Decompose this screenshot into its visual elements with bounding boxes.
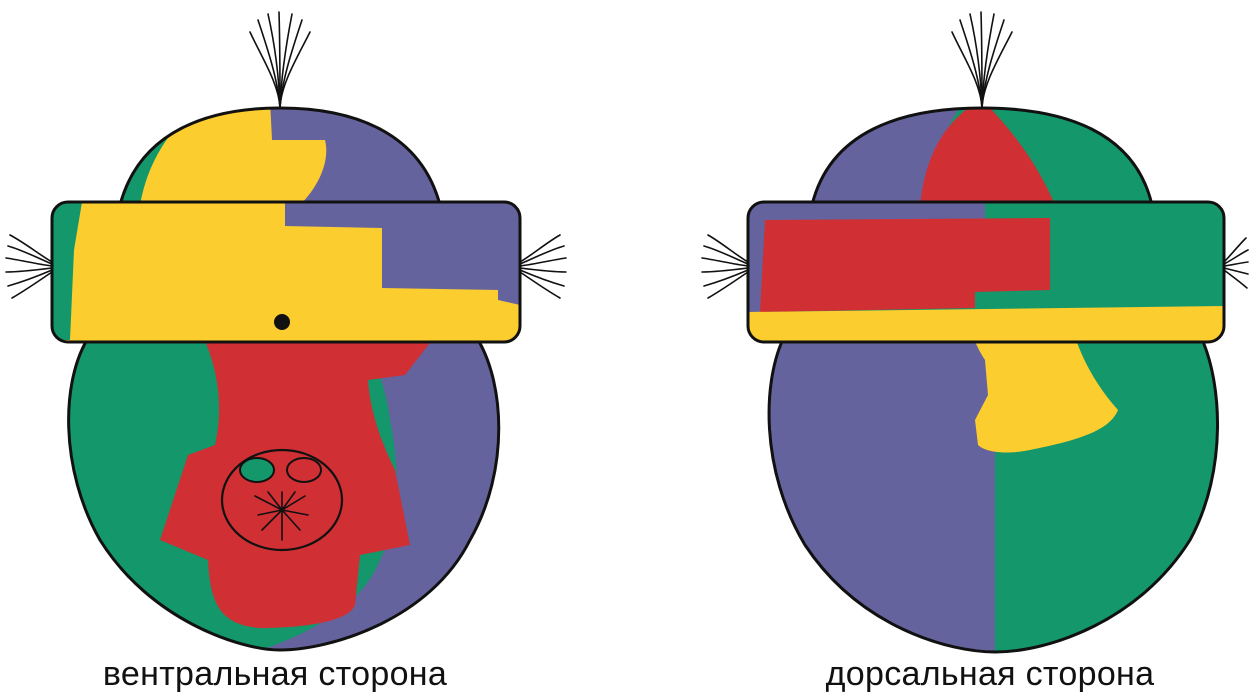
dorsal-episphere (800, 100, 1152, 205)
ventral-left-cilia (6, 235, 52, 298)
mouth-dot (274, 314, 290, 330)
ventral-view: вентральная сторона (6, 12, 566, 693)
dorsal-caption: дорсальная сторона (826, 655, 1155, 693)
dorsal-view: дорсальная сторона (702, 12, 1248, 693)
ventral-episphere (110, 100, 440, 205)
dorsal-prototroch-band (748, 202, 1224, 342)
dorsal-right-cilia (1224, 238, 1248, 288)
ventral-right-cilia (520, 235, 566, 298)
ventral-caption: вентральная сторона (103, 655, 447, 693)
dorsal-apical-tuft (952, 12, 1012, 108)
dorsal-left-cilia (702, 235, 748, 298)
dorsal-hyposphere (760, 320, 1235, 660)
ventral-apical-tuft (250, 12, 310, 108)
ventral-hyposphere (50, 320, 520, 660)
